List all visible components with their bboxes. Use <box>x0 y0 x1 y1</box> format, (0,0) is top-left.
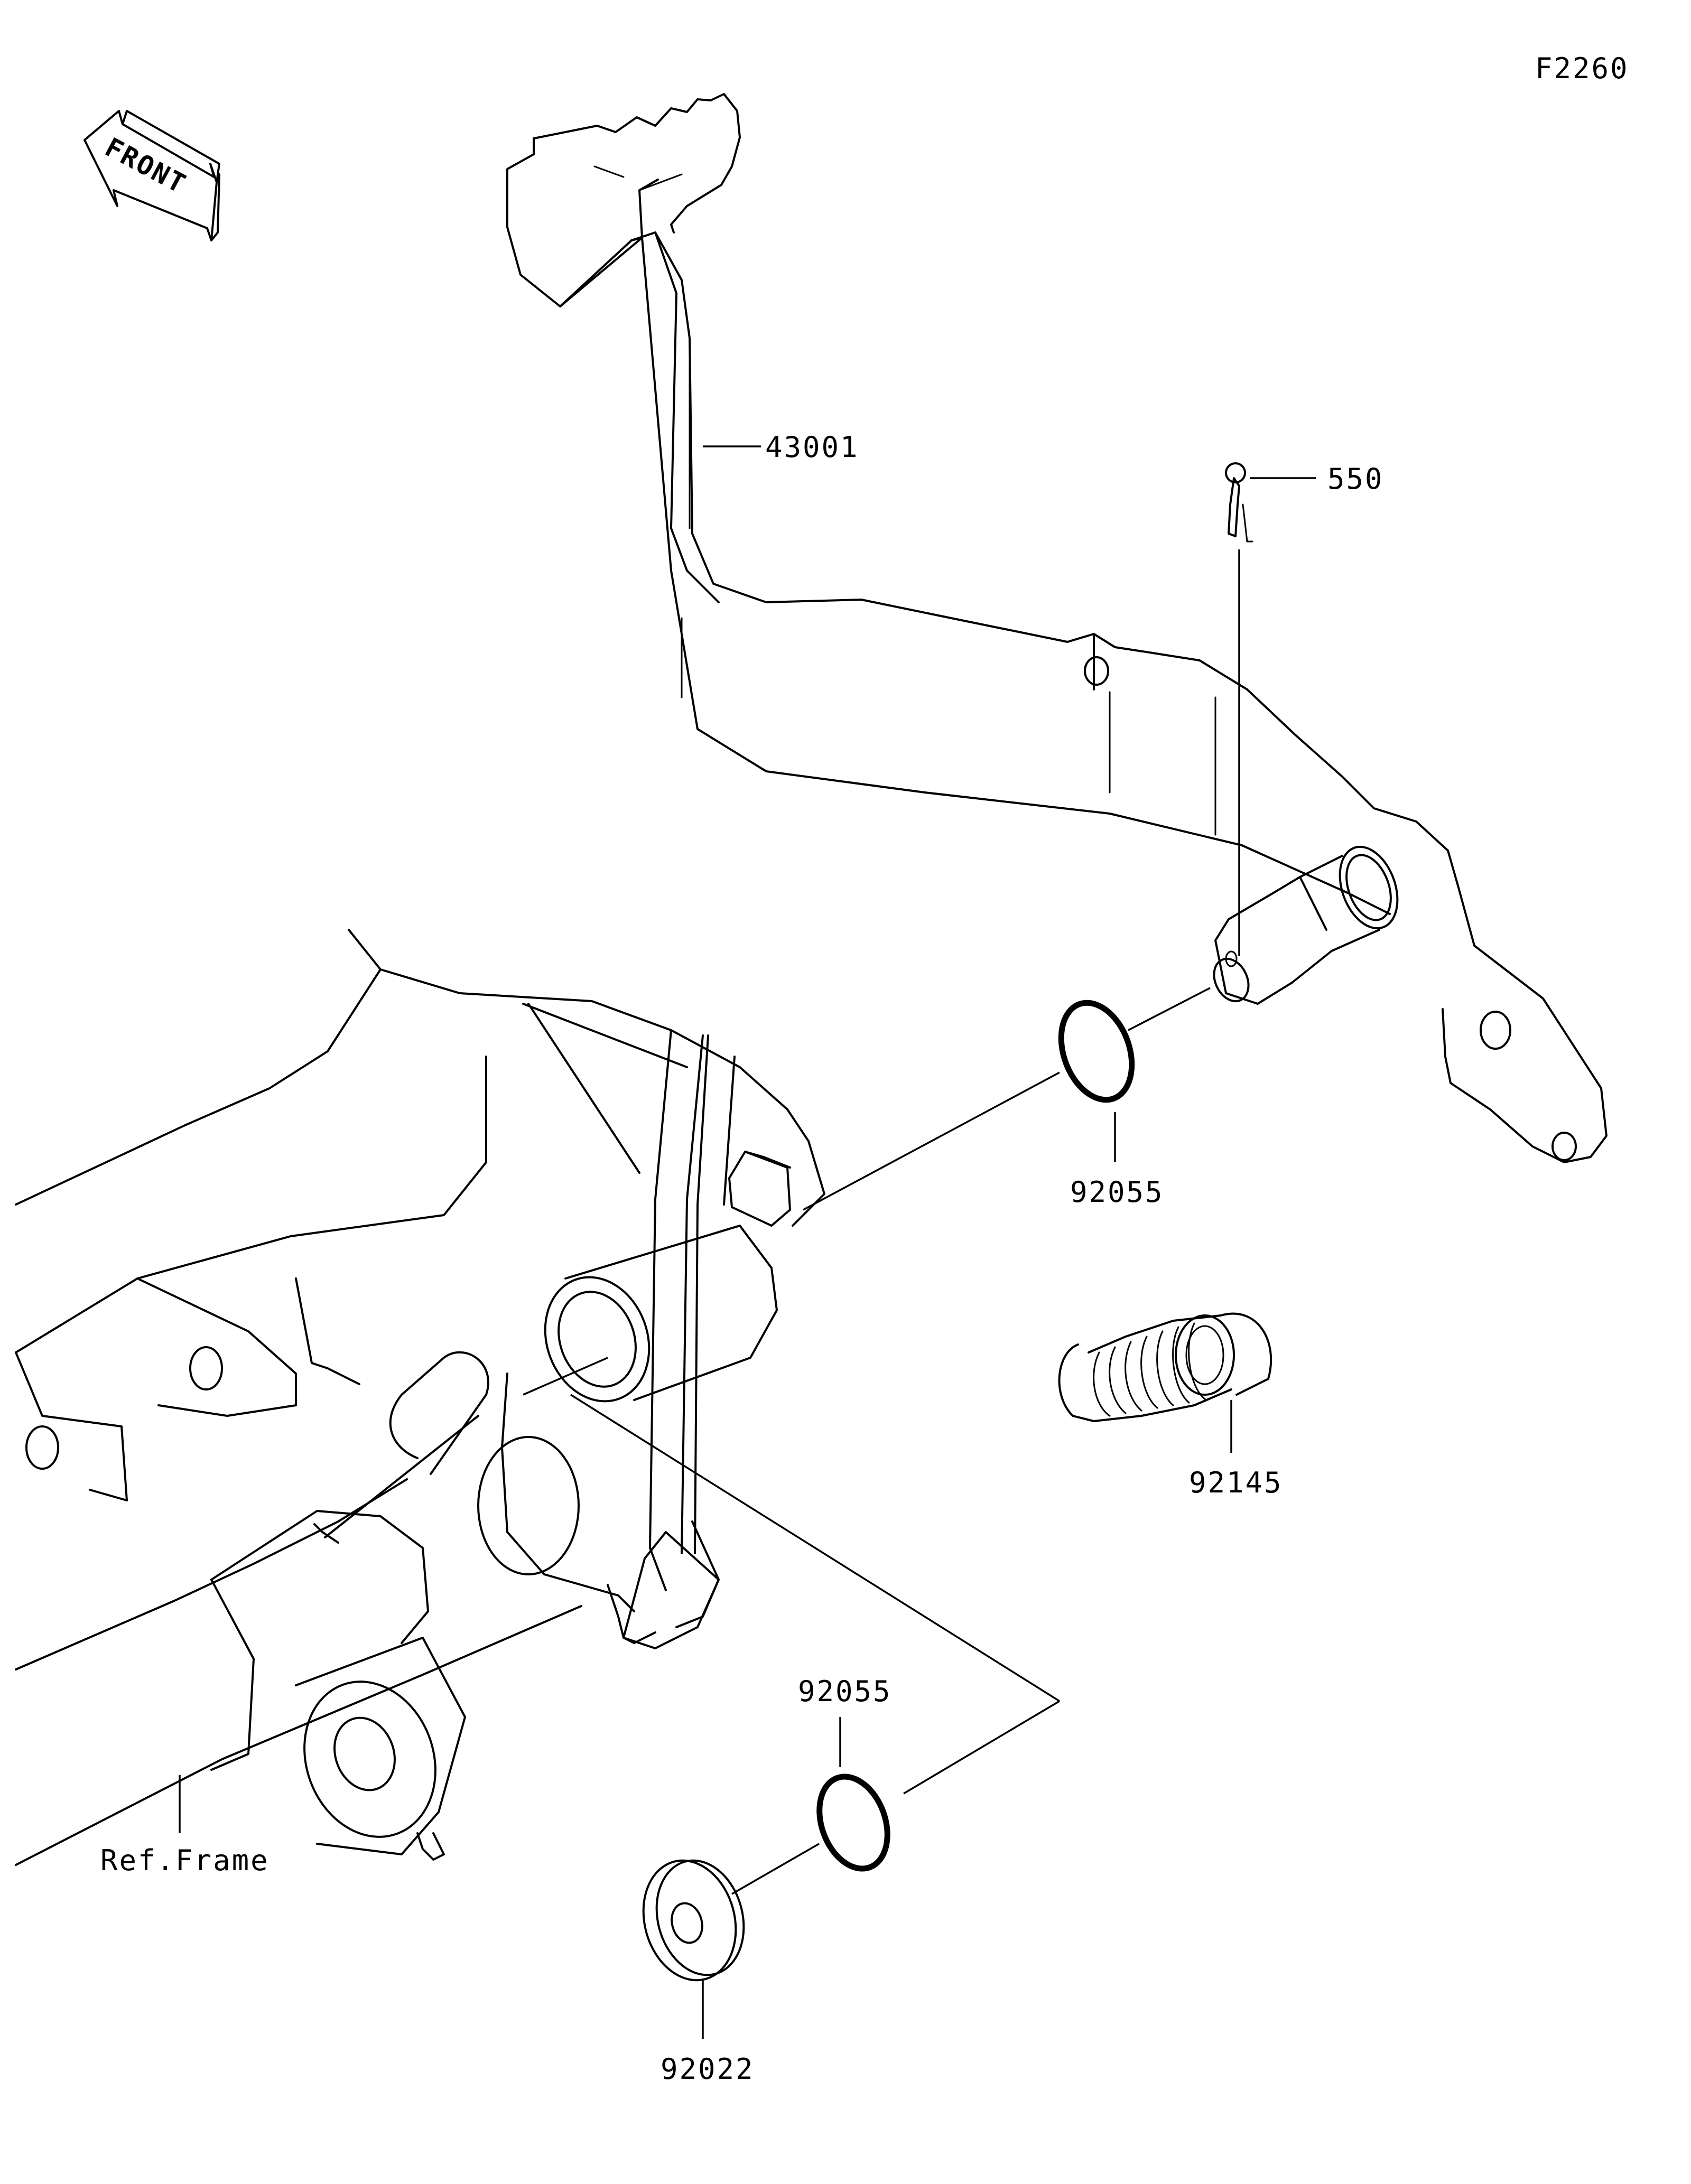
frame <box>15 929 825 1866</box>
leader-axis-boss <box>523 1357 608 1396</box>
leader-axis-frame <box>570 1394 1060 1702</box>
washer <box>642 1859 745 1982</box>
o-ring-lower <box>816 1774 890 1872</box>
part-number-92145: 92145 <box>1189 1466 1283 1499</box>
o-ring-upper <box>1058 1000 1135 1103</box>
part-number-92055-upper: 92055 <box>1070 1175 1164 1209</box>
front-arrow-icon: FRONT <box>83 110 220 241</box>
part-number-92022: 92022 <box>661 2052 755 2086</box>
cotter-pin <box>1225 462 1253 543</box>
part-number-550: 550 <box>1327 462 1384 496</box>
leader-axis-upper <box>1128 987 1211 1031</box>
ref-frame-label: Ref.Frame <box>100 1844 270 1877</box>
leader-axis-o-ring-lower <box>903 1700 1060 1795</box>
part-number-43001: 43001 <box>765 431 859 464</box>
leader-axis-lower <box>803 1071 1060 1211</box>
part-number-92055-lower: 92055 <box>798 1675 892 1708</box>
figure-code: F2260 <box>1535 52 1629 85</box>
return-spring <box>1058 1312 1272 1422</box>
leader-axis-washer <box>731 1843 820 1895</box>
brake-pedal <box>506 93 1608 1163</box>
